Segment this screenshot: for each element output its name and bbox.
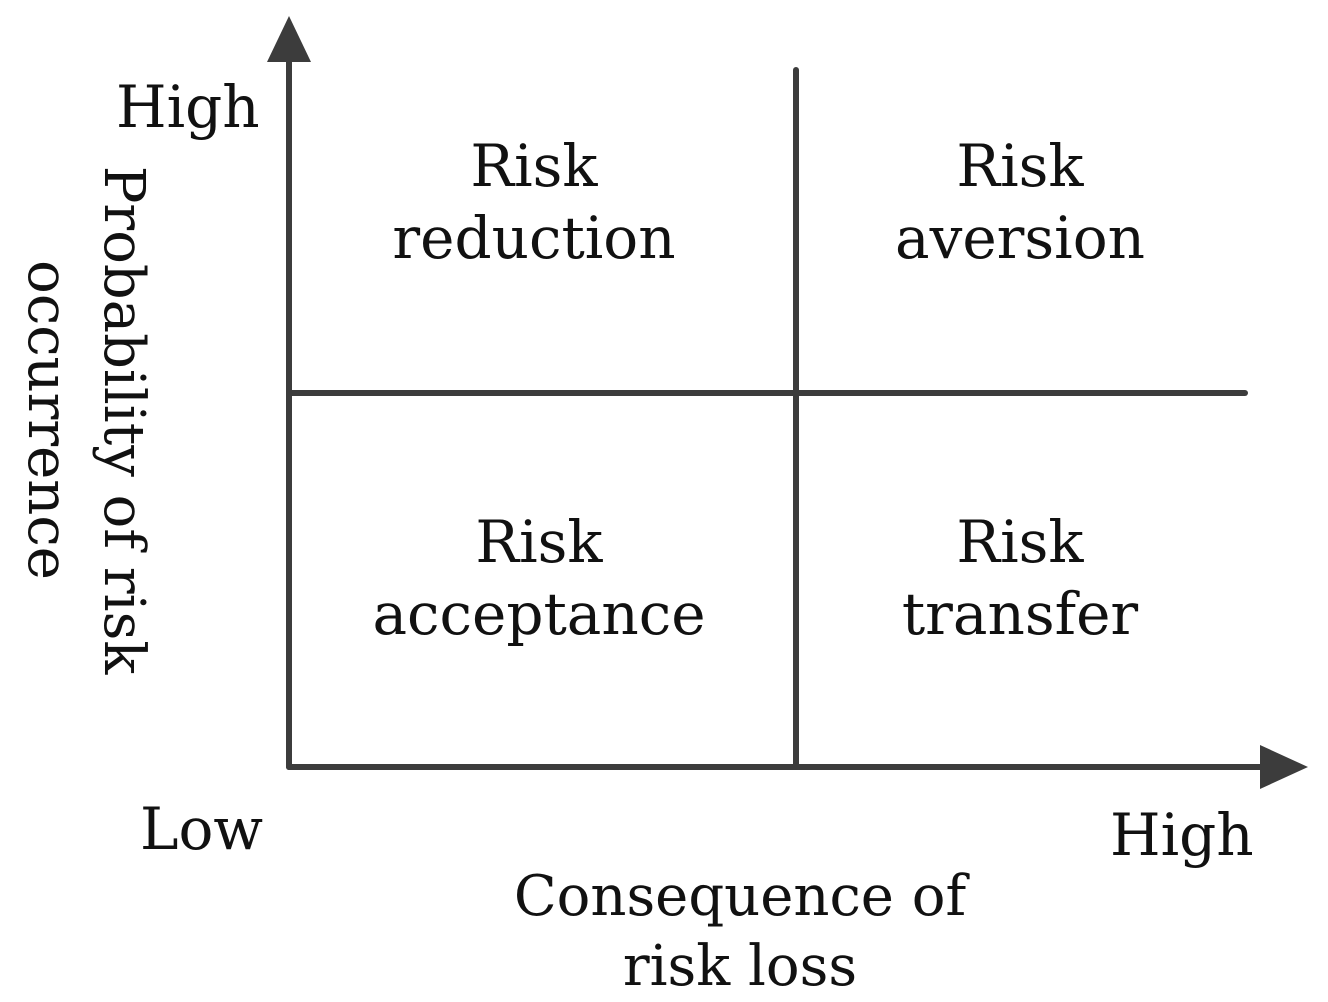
- y-axis-title-line2: occurrence: [15, 260, 80, 580]
- y-axis-title-line1: Probability of risk: [91, 165, 156, 675]
- quadrant-label-line2: reduction: [392, 204, 676, 272]
- quadrant-risk-reduction: Risk reduction: [384, 130, 684, 274]
- x-axis-title-line2: risk loss: [622, 934, 858, 999]
- quadrant-label-line1: Risk: [475, 508, 603, 576]
- quadrant-label-line2: acceptance: [372, 580, 706, 648]
- quadrant-risk-transfer: Risk transfer: [870, 506, 1170, 650]
- y-axis-arrow-icon: [267, 16, 311, 62]
- x-axis-arrow-icon: [1260, 745, 1308, 789]
- x-axis-low-label: Low: [140, 795, 264, 863]
- quadrant-risk-aversion: Risk aversion: [870, 130, 1170, 274]
- x-axis-high-label: High: [1110, 801, 1254, 869]
- quadrant-label-line1: Risk: [956, 508, 1084, 576]
- quadrant-label-line1: Risk: [956, 132, 1084, 200]
- x-axis-title-line1: Consequence of: [513, 864, 967, 929]
- quadrant-label-line1: Risk: [470, 132, 598, 200]
- quadrant-label-line2: transfer: [901, 580, 1139, 648]
- quadrant-label-line2: aversion: [895, 204, 1145, 272]
- y-axis-high-label: High: [116, 73, 260, 141]
- x-axis-title: Consequence of risk loss: [420, 862, 1060, 1002]
- quadrant-risk-acceptance: Risk acceptance: [369, 506, 709, 650]
